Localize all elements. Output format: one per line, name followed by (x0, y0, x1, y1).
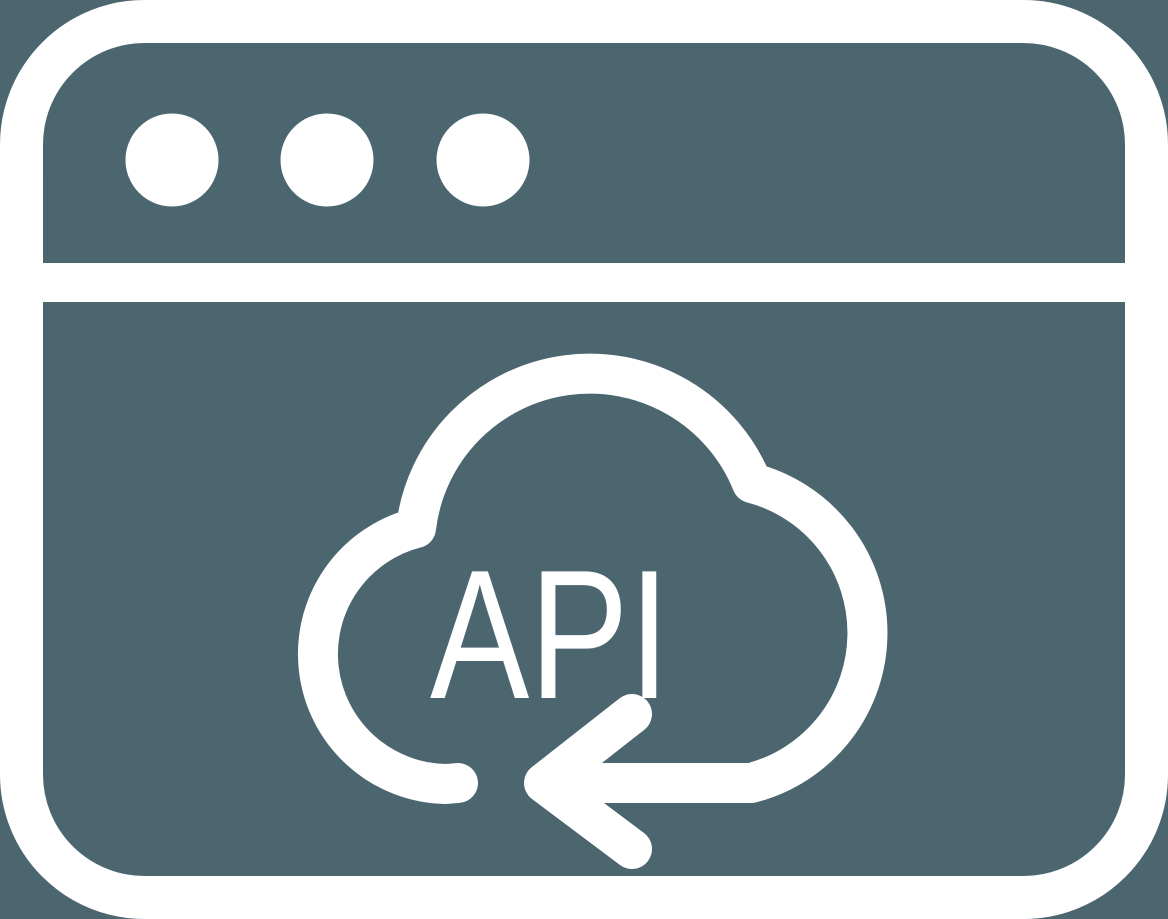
cloud-icon (297, 353, 888, 804)
window-control-dot-3 (436, 113, 530, 207)
arrow-left-icon (524, 694, 652, 869)
titlebar-divider (28, 263, 1140, 302)
window-control-dot-1 (125, 113, 219, 207)
api-label: API (430, 531, 670, 737)
window-control-dot-2 (280, 113, 374, 207)
